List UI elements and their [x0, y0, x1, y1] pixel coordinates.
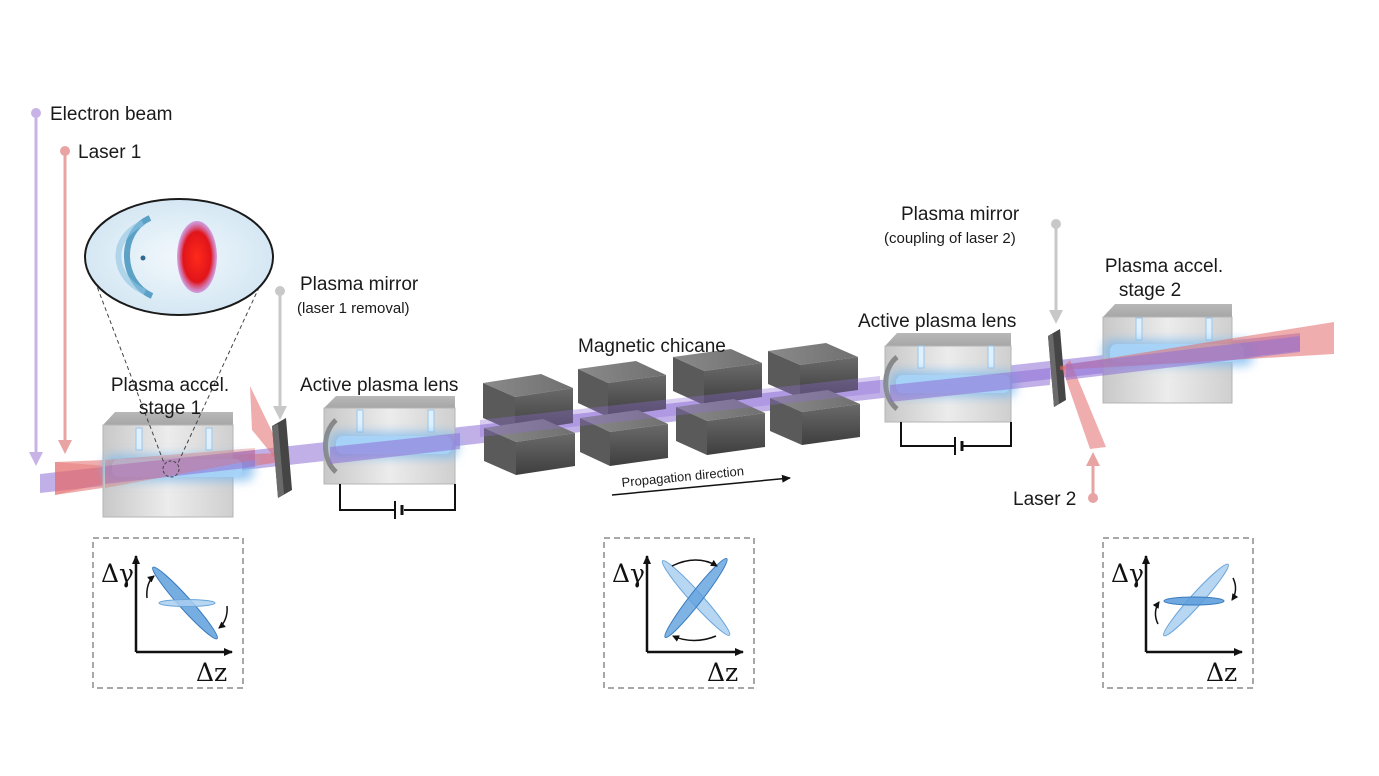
- phase3-x-label: Δz: [1206, 658, 1237, 687]
- chicane-magnet-4: [580, 410, 668, 466]
- phase-space-inset-2: Δγ Δz: [603, 537, 755, 689]
- plasma-mirror-1-pointer: [273, 286, 287, 420]
- stage2-label-line2: stage 2: [1119, 280, 1181, 301]
- plasma-mirror-1-title: Plasma mirror: [300, 274, 419, 295]
- chicane-magnet-5: [673, 349, 762, 405]
- laser1-reflected: [250, 386, 280, 458]
- plasma-mirror-2-pointer: [1049, 219, 1063, 324]
- wakefield-inset: [84, 198, 274, 464]
- propagation-label: Propagation direction: [621, 463, 745, 490]
- chicane-magnet-7: [768, 343, 858, 398]
- stage2-label-line1: Plasma accel.: [1105, 256, 1223, 277]
- electron-beam-pointer: [29, 108, 43, 466]
- plasma-mirror-2: [1048, 329, 1066, 407]
- phase2-y-label: Δγ: [612, 559, 645, 588]
- phase1-x-label: Δz: [196, 658, 227, 687]
- lens1-label: Active plasma lens: [300, 375, 458, 396]
- chicane-magnet-8: [770, 390, 860, 445]
- laser1-pointer: [58, 146, 72, 454]
- phase2-x-label: Δz: [707, 658, 738, 687]
- stage1-label-line2: stage 1: [139, 398, 201, 419]
- phase-space-inset-3: Δγ Δz: [1102, 537, 1254, 689]
- plasma-mirror-2-subtitle: (coupling of laser 2): [884, 230, 1016, 247]
- phase1-y-label: Δγ: [101, 559, 134, 588]
- plasma-mirror-2-title: Plasma mirror: [901, 204, 1020, 225]
- phase-space-inset-1: Δγ Δz: [92, 537, 244, 689]
- chicane-label: Magnetic chicane: [578, 336, 726, 357]
- laser2-pointer: [1086, 452, 1100, 503]
- chicane-magnet-1: [483, 374, 573, 432]
- stage1-label-line1: Plasma accel.: [111, 375, 229, 396]
- laser2-label: Laser 2: [1013, 489, 1076, 510]
- plasma-mirror-1-subtitle: (laser 1 removal): [297, 300, 410, 317]
- magnetic-chicane: [483, 343, 860, 475]
- laser1-label: Laser 1: [78, 142, 141, 163]
- lens2-label: Active plasma lens: [858, 311, 1016, 332]
- electron-beam-label: Electron beam: [50, 104, 173, 125]
- plasma-mirror-1: [272, 418, 292, 498]
- laser2-incoming: [1062, 360, 1106, 449]
- chicane-magnet-6: [676, 399, 765, 455]
- chicane-magnet-3: [578, 361, 666, 417]
- propagation-arrow: [611, 474, 791, 496]
- phase3-y-label: Δγ: [1111, 559, 1144, 588]
- chicane-magnet-2: [484, 419, 575, 475]
